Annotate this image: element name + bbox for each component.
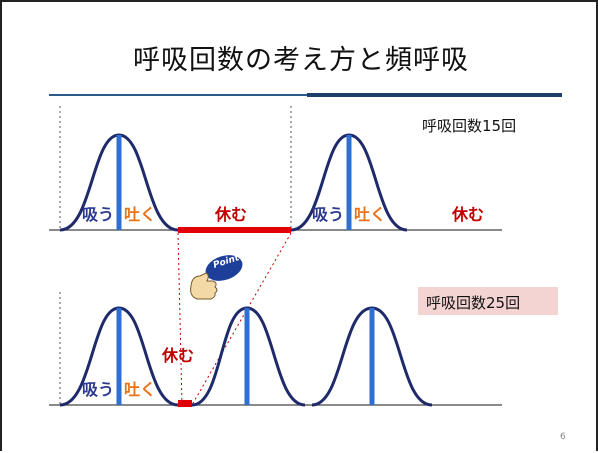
top-inhale-label-2: 吸う <box>312 205 345 224</box>
top-rest-label-1: 休む <box>215 205 248 224</box>
top-rest-bar <box>178 227 291 233</box>
connector-left <box>177 232 183 406</box>
top-inhale-label-1: 吸う <box>82 205 115 224</box>
bottom-rate-highlight <box>418 287 558 315</box>
top-rate-label: 呼吸回数15回 <box>422 117 517 135</box>
top-exhale-label-1: 吐く <box>124 205 157 224</box>
top-rest-label-2: 休む <box>452 205 485 224</box>
point-hand-icon <box>190 255 243 300</box>
bottom-rate-label: 呼吸回数25回 <box>426 294 521 312</box>
slide-title: 呼吸回数の考え方と頻呼吸 <box>133 45 469 76</box>
bottom-rest-bar <box>178 400 192 407</box>
page-number: 6 <box>560 432 566 442</box>
top-exhale-label-2: 吐く <box>354 205 387 224</box>
bottom-inhale-label: 吸う <box>82 380 115 399</box>
bottom-exhale-label: 吐く <box>124 380 157 399</box>
bottom-rest-label: 休む <box>162 346 195 365</box>
connector-right <box>191 232 292 406</box>
